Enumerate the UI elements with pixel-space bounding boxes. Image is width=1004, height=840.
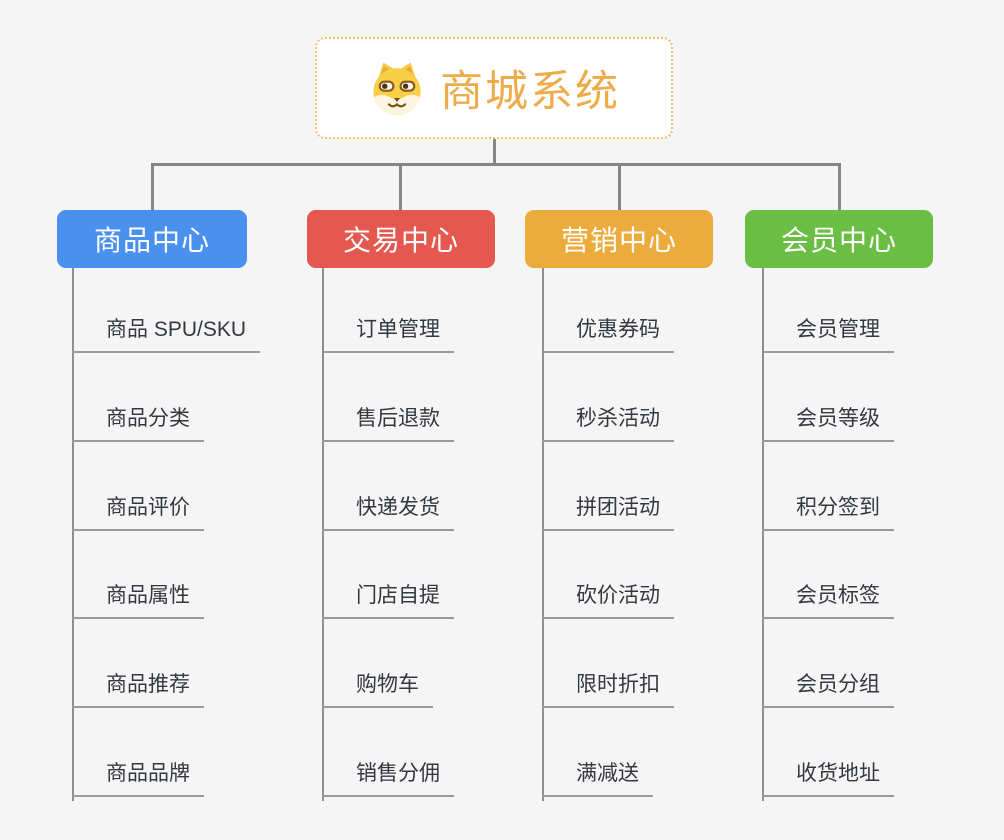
connector-drop-branch-1 (150, 163, 154, 210)
leaf-node[interactable]: 会员分组 (762, 670, 894, 708)
dog-face-icon (368, 59, 426, 117)
leaf-node[interactable]: 拼团活动 (542, 493, 674, 531)
branch-children-product-center: 商品 SPU/SKU 商品分类 商品评价 商品属性 商品推荐 商品品牌 (72, 268, 302, 813)
leaf-node[interactable]: 购物车 (322, 670, 433, 708)
connector-bus (150, 163, 839, 166)
connector-drop-branch-2 (399, 163, 402, 210)
connector-drop-branch-4 (837, 163, 841, 210)
branch-node-marketing-center[interactable]: 营销中心 (525, 210, 713, 268)
trunk-line (542, 268, 544, 801)
branch-children-member-center: 会员管理 会员等级 积分签到 会员标签 会员分组 收货地址 (762, 268, 992, 813)
leaf-node[interactable]: 销售分佣 (322, 759, 454, 797)
root-node-label: 商城系统 (440, 68, 620, 116)
root-node-mall-system[interactable]: 商城系统 (315, 37, 673, 139)
leaf-node[interactable]: 商品分类 (72, 404, 204, 442)
leaf-node[interactable]: 秒杀活动 (542, 404, 674, 442)
leaf-node[interactable]: 商品品牌 (72, 759, 204, 797)
trunk-line (72, 268, 74, 801)
leaf-node[interactable]: 满减送 (542, 759, 653, 797)
leaf-node[interactable]: 快递发货 (322, 493, 454, 531)
leaf-node[interactable]: 会员管理 (762, 315, 894, 353)
trunk-line (762, 268, 764, 801)
leaf-node[interactable]: 限时折扣 (542, 670, 674, 708)
leaf-node[interactable]: 优惠券码 (542, 315, 674, 353)
trunk-line (322, 268, 324, 801)
branch-node-product-center[interactable]: 商品中心 (57, 210, 247, 268)
leaf-node[interactable]: 商品 SPU/SKU (72, 315, 261, 353)
branch-node-member-center[interactable]: 会员中心 (745, 210, 933, 268)
leaf-node[interactable]: 砍价活动 (542, 581, 674, 619)
leaf-node[interactable]: 收货地址 (762, 759, 894, 797)
leaf-node[interactable]: 商品推荐 (72, 670, 204, 708)
leaf-node[interactable]: 售后退款 (322, 404, 454, 442)
leaf-node[interactable]: 会员等级 (762, 404, 894, 442)
branch-children-marketing-center: 优惠券码 秒杀活动 拼团活动 砍价活动 限时折扣 满减送 (542, 268, 772, 813)
leaf-node[interactable]: 订单管理 (322, 315, 454, 353)
branch-node-trade-center[interactable]: 交易中心 (307, 210, 495, 268)
leaf-node[interactable]: 积分签到 (762, 493, 894, 531)
leaf-node[interactable]: 商品评价 (72, 493, 204, 531)
leaf-node[interactable]: 门店自提 (322, 581, 454, 619)
connector-drop-branch-3 (617, 163, 621, 210)
connector-root-drop (492, 139, 496, 165)
leaf-node[interactable]: 会员标签 (762, 581, 894, 619)
branch-children-trade-center: 订单管理 售后退款 快递发货 门店自提 购物车 销售分佣 (322, 268, 552, 813)
leaf-node[interactable]: 商品属性 (72, 581, 204, 619)
